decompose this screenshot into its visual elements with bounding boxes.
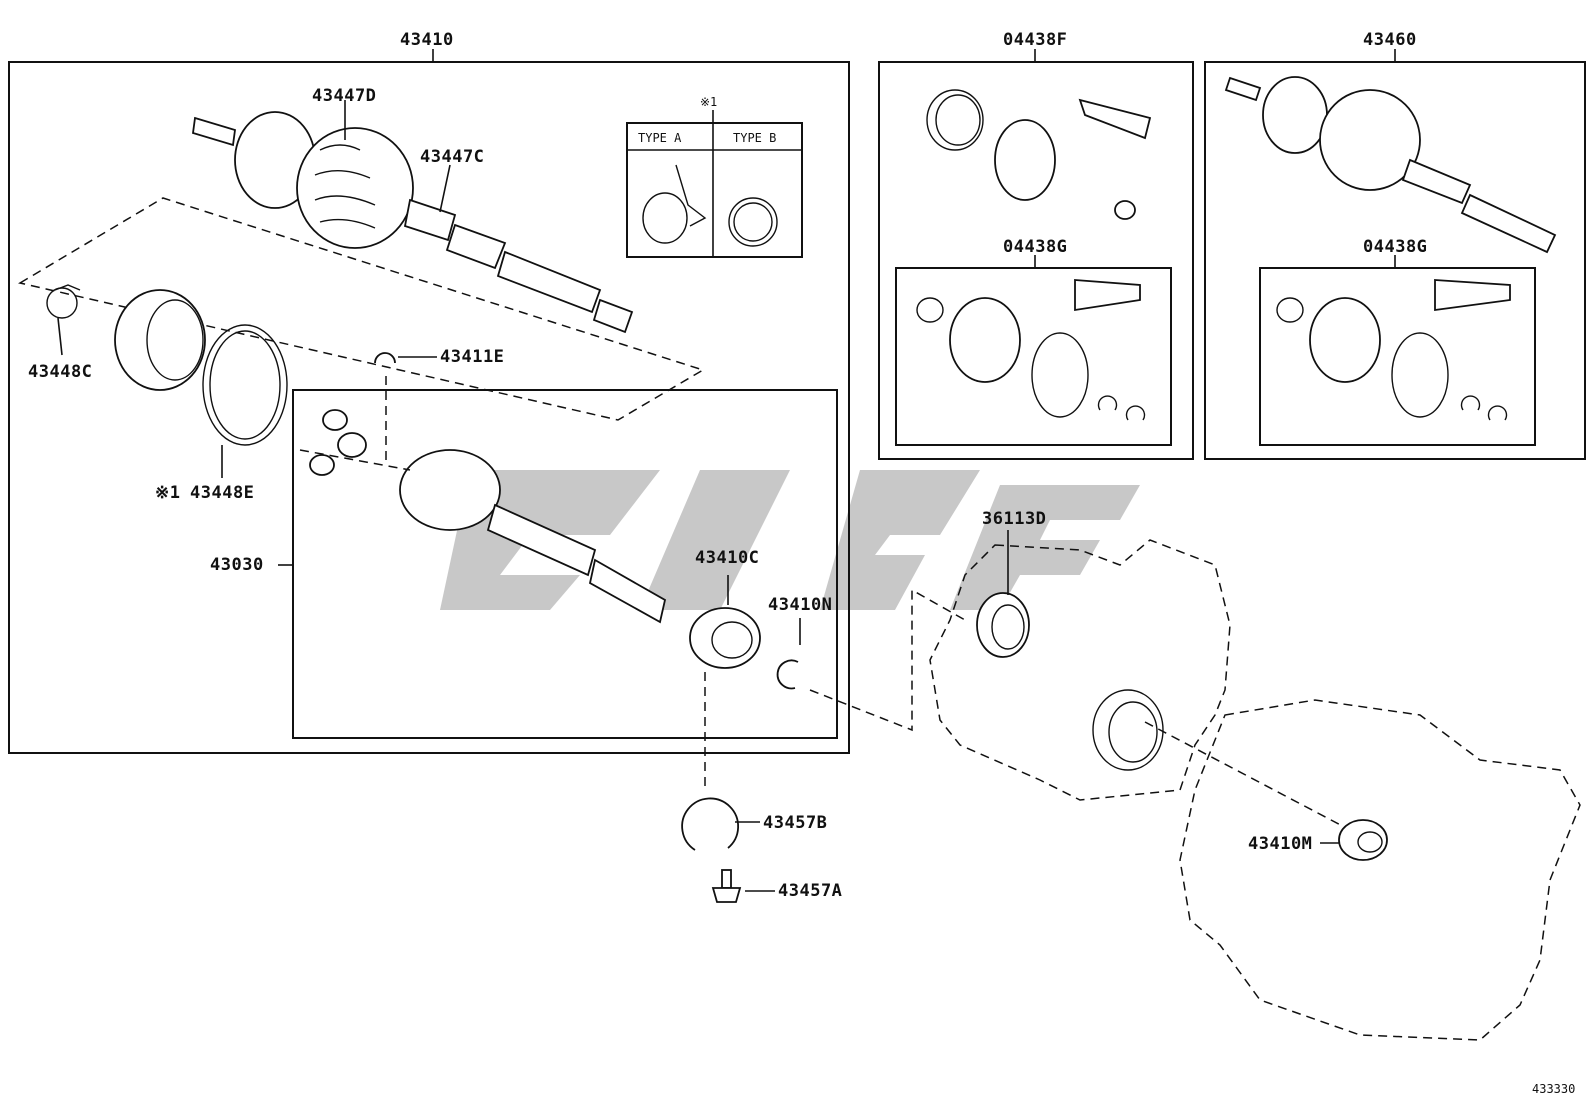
- snap-ring-43411E: [374, 352, 396, 364]
- repair-kit-box: [878, 61, 1194, 460]
- label-43457A: 43457A: [778, 881, 842, 901]
- assembly-box-front: [8, 61, 850, 754]
- bearing-43410C: [689, 607, 761, 669]
- drawing-number: 433330: [1532, 1082, 1575, 1096]
- label-43411E: 43411E: [440, 347, 504, 367]
- label-04438F: 04438F: [1003, 30, 1067, 50]
- repair-kit-parts: [926, 89, 1152, 220]
- label-43447D: 43447D: [312, 86, 376, 106]
- label-36113D: 36113D: [982, 509, 1046, 529]
- drive-shaft-outer-assembly: [192, 111, 634, 334]
- label-43448E: 43448E: [190, 483, 254, 503]
- boot-kit-1-parts: [916, 279, 1146, 421]
- boot-kit-left: [46, 284, 288, 446]
- label-43460: 43460: [1363, 30, 1417, 50]
- bolt-43457A: [711, 869, 742, 903]
- label-43030: 43030: [210, 555, 264, 575]
- label-43447C: 43447C: [420, 147, 484, 167]
- label-43410: 43410: [400, 30, 454, 50]
- label-note-mark-left: ※1: [155, 483, 180, 503]
- label-note-mark-top: ※1: [700, 95, 717, 109]
- label-04438G-1: 04438G: [1003, 237, 1067, 257]
- label-43448C: 43448C: [28, 362, 92, 382]
- label-43457B: 43457B: [763, 813, 827, 833]
- snap-ring-43410N: [776, 659, 799, 690]
- inboard-joint-parts: [299, 409, 667, 624]
- boot-kit-box-1: [895, 267, 1172, 446]
- boot-kit-2-parts: [1276, 279, 1511, 421]
- label-43410C: 43410C: [695, 548, 759, 568]
- drive-shaft-2-assembly: [1224, 76, 1557, 254]
- bracket-clip-43457B: [681, 797, 739, 851]
- label-43410M: 43410M: [1248, 834, 1312, 854]
- label-04438G-2: 04438G: [1363, 237, 1427, 257]
- transmission-case: [929, 539, 1581, 1041]
- label-type-b: TYPE B: [733, 131, 776, 145]
- label-43410N: 43410N: [768, 595, 832, 615]
- guide-line-seal: [809, 588, 966, 732]
- boot-kit-box-2: [1259, 267, 1536, 446]
- label-type-a: TYPE A: [638, 131, 682, 145]
- seal-43410M: [1338, 819, 1388, 861]
- clamp-type-table: TYPE A TYPE B ※1: [626, 95, 803, 258]
- inboard-joint-box: [292, 389, 838, 739]
